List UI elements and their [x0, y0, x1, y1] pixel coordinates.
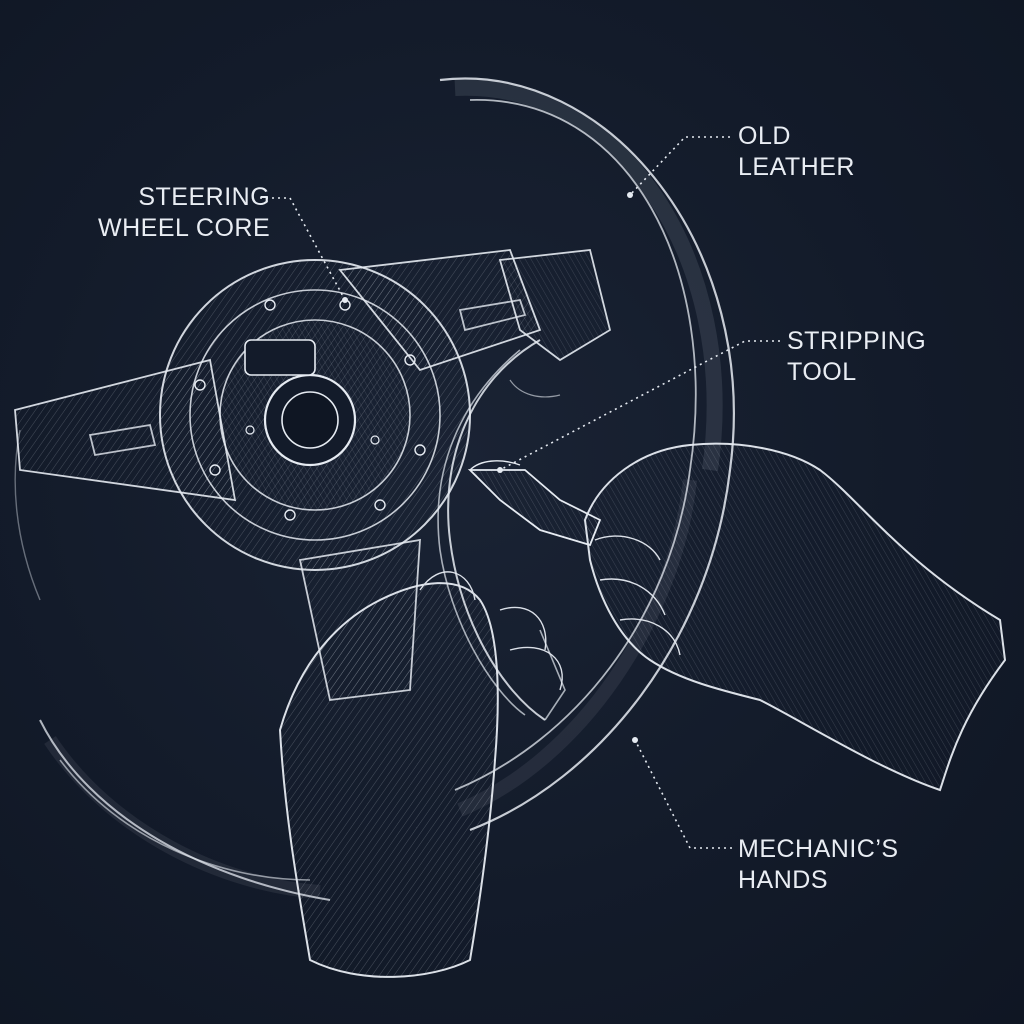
label-steering-core-line2: WHEEL CORE: [98, 214, 271, 242]
leader-dot-leather: [627, 192, 633, 198]
stripping-tool-sketch: [467, 460, 602, 547]
label-steering-core-line1: STEERING: [138, 183, 271, 211]
label-mechanics-hands-line2: HANDS: [738, 866, 829, 894]
leader-dot-hands: [632, 737, 638, 743]
left-hand-sketch: [278, 571, 563, 978]
leader-dot-tool: [497, 467, 503, 473]
leader-steering-core: [260, 197, 346, 301]
leader-mechanics-hands: [634, 739, 732, 849]
leader-dots: [342, 192, 638, 743]
label-old-leather: OLD LEATHER: [738, 121, 855, 183]
label-steering-wheel-core: STEERING WHEEL CORE: [98, 182, 270, 244]
label-stripping-tool: STRIPPING TOOL: [787, 326, 926, 388]
label-old-leather-line1: OLD: [738, 122, 791, 150]
label-stripping-tool-line2: TOOL: [787, 358, 857, 386]
label-old-leather-line2: LEATHER: [738, 153, 855, 181]
label-stripping-tool-line1: STRIPPING: [787, 327, 927, 355]
label-mechanics-hands-line1: MECHANIC’S: [738, 835, 899, 863]
leader-dot-core: [342, 297, 348, 303]
label-mechanics-hands: MECHANIC’S HANDS: [738, 834, 899, 896]
steering-core-hub: [159, 259, 471, 571]
leader-lines: [260, 136, 780, 849]
right-hand-sketch: [583, 442, 1007, 792]
